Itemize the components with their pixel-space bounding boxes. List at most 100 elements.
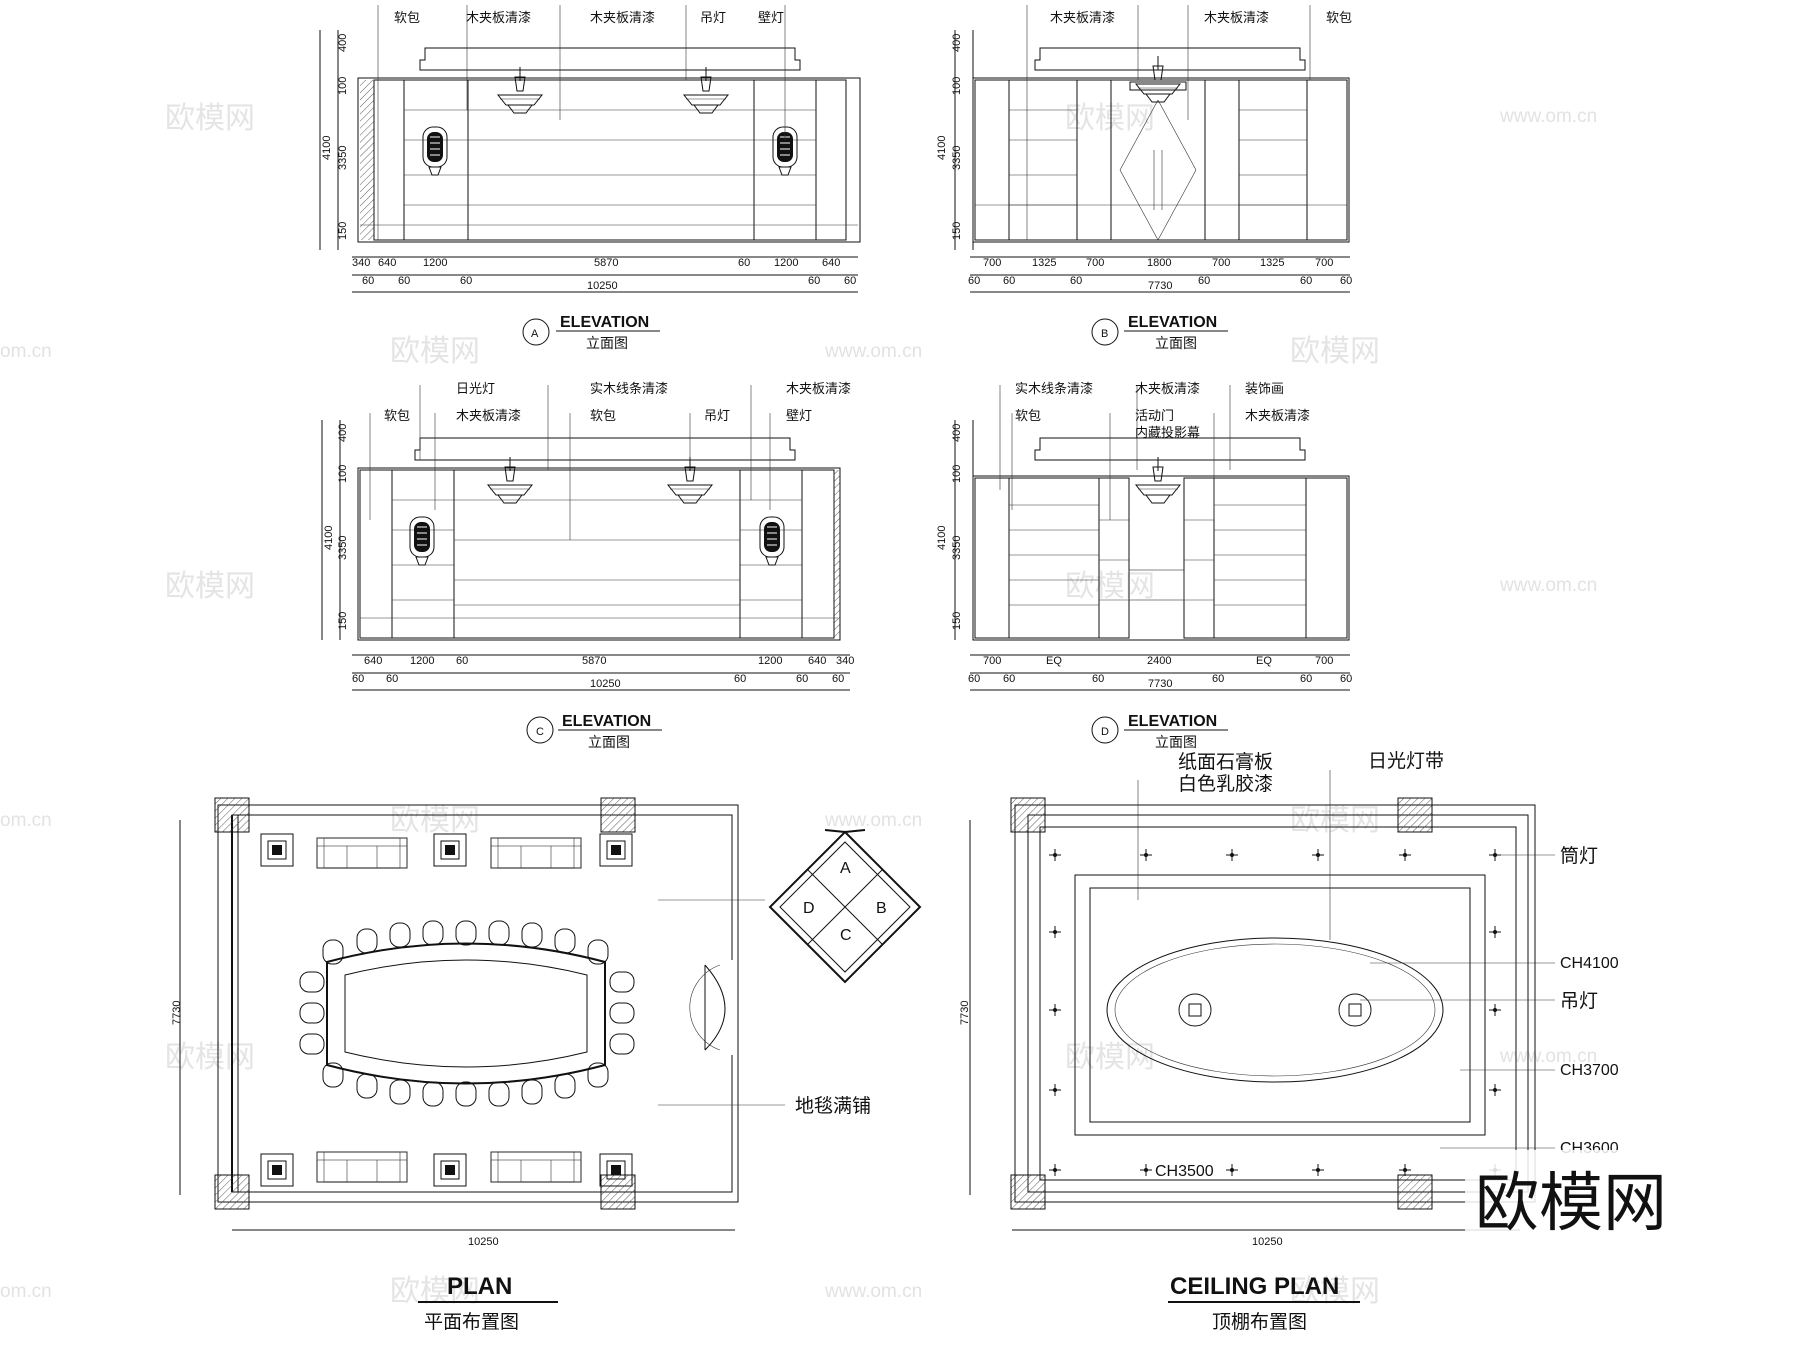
corner-watermark: 欧模网: [1475, 1167, 1667, 1241]
hdim: 60: [1212, 673, 1224, 685]
callout: 木夹板清漆: [1050, 10, 1115, 26]
callout: 实木线条清漆: [1015, 381, 1093, 397]
view-title: ELEVATION: [562, 713, 651, 730]
ceiling-tag: CH4100: [1560, 955, 1619, 972]
hdim: 60: [352, 673, 364, 685]
callout: 日光灯: [456, 382, 495, 397]
view-title: ELEVATION: [1128, 314, 1217, 331]
width-dim: 10250: [1252, 1236, 1283, 1248]
hdim: 60: [456, 655, 468, 667]
hdim: EQ: [1256, 655, 1272, 667]
hdim: 60: [796, 673, 808, 685]
hdim: 5870: [594, 257, 618, 269]
ceiling-plan: 7730 10250 纸面石膏板 白色乳胶漆 日: [959, 750, 1619, 1333]
compass-d: D: [803, 900, 815, 917]
watermark-url: www.om.cn: [824, 1281, 922, 1302]
hdim: 60: [1003, 673, 1015, 685]
total-dim: 7730: [1148, 280, 1172, 292]
callout: 活动门: [1135, 409, 1174, 424]
watermark-text: 欧模网: [1290, 803, 1380, 838]
vdim: 150: [337, 222, 349, 240]
view-subtitle: 立面图: [1155, 336, 1197, 352]
hdim: 60: [460, 275, 472, 287]
hdim: 640: [808, 655, 826, 667]
watermark-layer: 欧模网 欧模网 www.om.cn om.cn 欧模网 www.om.cn 欧模…: [0, 101, 1597, 1309]
watermark-url: om.cn: [0, 341, 52, 362]
watermark-text: 欧模网: [165, 101, 255, 136]
total-dim: 10250: [587, 280, 618, 292]
elevation-c: 400 100 3350 150 4100: [321, 381, 854, 751]
watermark-url: www.om.cn: [1499, 106, 1597, 127]
hdim: 1325: [1260, 257, 1284, 269]
section-marker: [526, 716, 554, 744]
hdim: 1800: [1147, 257, 1171, 269]
elevation-d: 400 100 3350 150 4100: [936, 381, 1352, 751]
hdim: 700: [1315, 257, 1333, 269]
hdim: 1200: [758, 655, 782, 667]
hdim: 60: [968, 275, 980, 287]
callout: 木夹板清漆: [466, 10, 531, 26]
ceiling-note: 白色乳胶漆: [1178, 773, 1273, 795]
elevation-a: 400 100 3350 150 4100: [319, 5, 861, 352]
section-marker: [1091, 716, 1119, 744]
watermark-text: 欧模网: [1065, 569, 1155, 604]
vdim: 100: [951, 465, 963, 483]
hdim: 60: [968, 673, 980, 685]
carpet-note: 地毯满铺: [795, 1095, 871, 1117]
watermark-url: om.cn: [0, 810, 52, 831]
callout: 软包: [1015, 409, 1041, 424]
section-letter: D: [1101, 726, 1109, 738]
section-marker: [1091, 318, 1119, 346]
hdim: 60: [1300, 673, 1312, 685]
callout: 软包: [394, 11, 420, 26]
watermark-text: 欧模网: [165, 569, 255, 604]
view-title: ELEVATION: [560, 314, 649, 331]
hdim: 340: [352, 257, 370, 269]
callout: 壁灯: [786, 409, 812, 424]
floor-plan: 7730 10250: [171, 797, 922, 1333]
hdim: 340: [836, 655, 854, 667]
watermark-text: 欧模网: [1290, 1274, 1380, 1309]
section-letter: A: [531, 328, 539, 340]
hdim: 1200: [410, 655, 434, 667]
hdim: 700: [1086, 257, 1104, 269]
callout: 木夹板清漆: [1245, 408, 1310, 424]
hdim: 60: [1092, 673, 1104, 685]
hdim: 60: [808, 275, 820, 287]
hdim: 5870: [582, 655, 606, 667]
watermark-text: 欧模网: [1290, 334, 1380, 369]
vdim: 150: [337, 612, 349, 630]
hdim: 1200: [774, 257, 798, 269]
compass-c: C: [840, 927, 852, 944]
view-subtitle: 立面图: [586, 336, 628, 352]
callout: 软包: [1326, 11, 1352, 26]
watermark-url: www.om.cn: [824, 810, 922, 831]
callout: 软包: [384, 409, 410, 424]
compass-b: B: [876, 900, 887, 917]
view-title: CEILING PLAN: [1170, 1273, 1339, 1300]
hdim: 60: [398, 275, 410, 287]
watermark-text: 欧模网: [390, 1274, 480, 1309]
vdim: 400: [951, 424, 963, 442]
hdim: 60: [386, 673, 398, 685]
callout: 软包: [590, 409, 616, 424]
hdim: 700: [1315, 655, 1333, 667]
width-dim: 10250: [468, 1236, 499, 1248]
hdim: 640: [822, 257, 840, 269]
vdim: 400: [951, 34, 963, 52]
ceiling-height: CH3500: [1155, 1163, 1214, 1180]
vdim: 3350: [337, 146, 349, 170]
vdim: 150: [951, 612, 963, 630]
callout: 木夹板清漆: [1204, 10, 1269, 26]
vdim: 100: [337, 465, 349, 483]
watermark-text: 欧模网: [1065, 1040, 1155, 1075]
vdim: 100: [337, 77, 349, 95]
ceiling-note: 纸面石膏板: [1178, 750, 1273, 773]
callout: 装饰画: [1245, 382, 1284, 397]
callout: 木夹板清漆: [456, 408, 521, 424]
hdim: 60: [734, 673, 746, 685]
hdim: 60: [1340, 673, 1352, 685]
vdim: 3350: [337, 536, 349, 560]
callout: 内藏投影幕: [1135, 425, 1200, 441]
